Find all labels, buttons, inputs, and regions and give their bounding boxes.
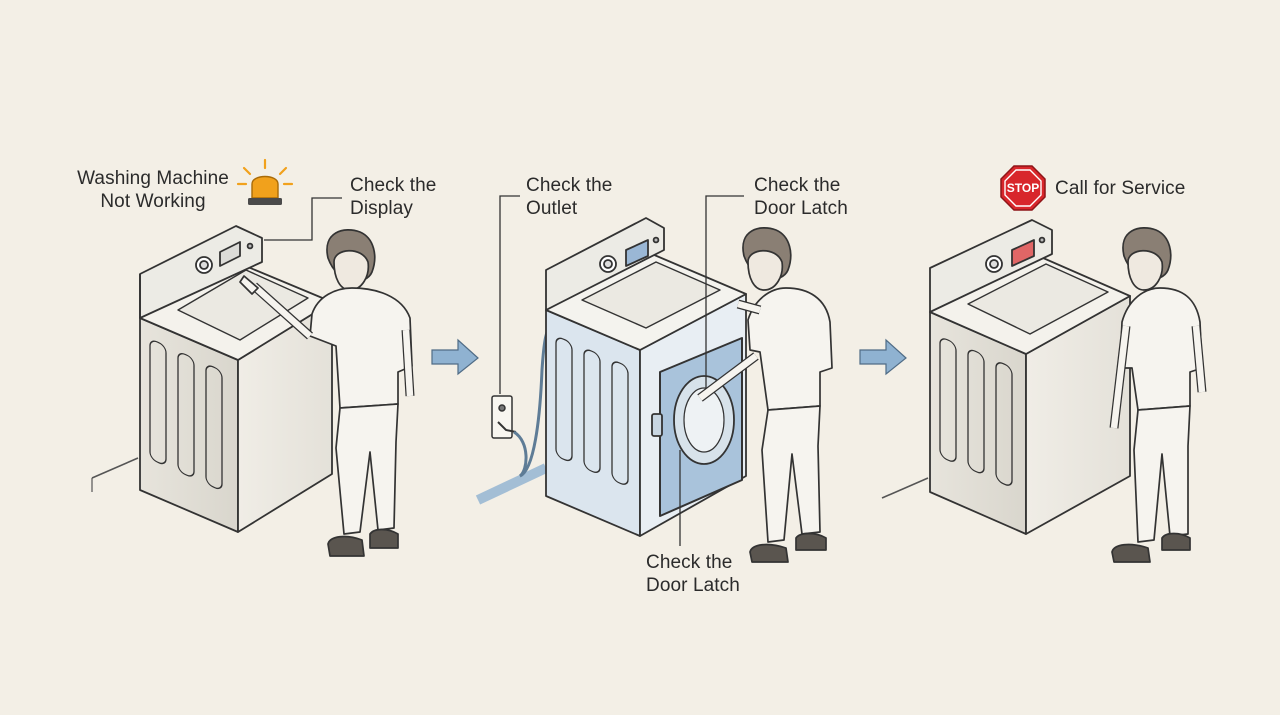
person-3: [1109, 227, 1207, 563]
scene-3: [881, 219, 1207, 563]
washer-2: [545, 217, 747, 537]
arrow-right-icon: [431, 338, 479, 376]
label-check-latch-bottom: Check the Door Latch: [646, 552, 740, 596]
scene-2: [475, 195, 833, 563]
outlet-icon: [491, 395, 517, 439]
label-check-outlet: Check the Outlet: [526, 175, 613, 219]
alarm-light-icon: [236, 158, 294, 205]
label-call-service: Call for Service: [1055, 178, 1186, 199]
washer-3: [929, 219, 1131, 535]
washer-1: [139, 225, 333, 533]
person-2: [697, 227, 833, 563]
person-1: [239, 229, 415, 557]
scene-1: [91, 197, 415, 557]
arrow-right-icon-2: [859, 338, 907, 376]
stop-sign-icon: [1000, 165, 1046, 211]
label-not-working: Washing Machine Not Working: [77, 168, 229, 212]
label-check-latch-top: Check the Door Latch: [754, 175, 848, 219]
stop-sign-text: STOP: [1006, 181, 1040, 195]
label-check-display: Check the Display: [350, 175, 437, 219]
